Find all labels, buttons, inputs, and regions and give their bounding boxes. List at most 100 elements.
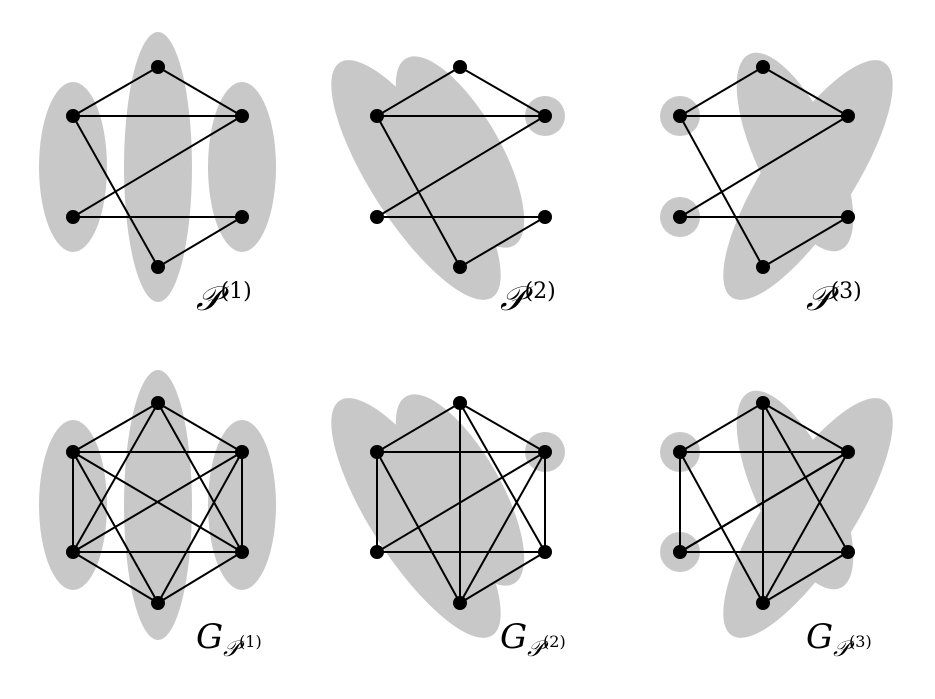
vertex-g2-4 <box>538 545 552 559</box>
vertex-g3-2 <box>673 545 687 559</box>
vertex-g1-2 <box>66 545 80 559</box>
vertex-p2-1 <box>370 109 384 123</box>
label-p2: 𝒫(2) <box>500 279 556 319</box>
edges-p2 <box>376 66 546 268</box>
label-g1: G𝒫(1) <box>196 617 262 662</box>
edge-p3-4 <box>679 115 849 218</box>
vertex-g1-4 <box>235 545 249 559</box>
label-g1-base: G <box>196 617 223 657</box>
edge-g1-0 <box>72 402 159 453</box>
vertex-p1-5 <box>235 109 249 123</box>
edge-g2-7 <box>459 402 546 553</box>
edge-g1-1 <box>157 402 243 453</box>
edges-g3 <box>679 402 849 604</box>
blob-right <box>208 82 276 252</box>
label-p3-sup: (3) <box>831 279 862 304</box>
vertex-g1-5 <box>235 445 249 459</box>
panel-p3: 𝒫(3) <box>660 52 893 319</box>
label-g3-sup: (3) <box>849 632 872 651</box>
edges-p3 <box>679 66 849 268</box>
label-g3: G𝒫(3) <box>806 617 872 662</box>
vertex-p3-5 <box>841 109 855 123</box>
edge-p2-4 <box>376 115 546 218</box>
edge-p1-1 <box>157 66 243 117</box>
vertices-p1 <box>66 60 249 274</box>
vertices-p2 <box>370 60 552 274</box>
edge-g3-0 <box>679 402 764 453</box>
vertex-p1-0 <box>151 60 165 74</box>
panel-g1: G𝒫(1) <box>39 370 276 662</box>
edges-g1 <box>72 402 243 604</box>
vertex-p1-1 <box>66 109 80 123</box>
label-p1-sup: (1) <box>221 279 252 304</box>
edge-g1-8 <box>157 402 243 553</box>
label-g1-sup: (1) <box>239 632 262 651</box>
edge-p1-4 <box>72 115 243 218</box>
vertex-p1-3 <box>151 260 165 274</box>
edge-g1-10 <box>157 451 243 604</box>
vertex-p3-2 <box>673 210 687 224</box>
edge-p2-1 <box>459 66 546 117</box>
label-p2-sup: (2) <box>525 279 556 304</box>
blob-diag-b <box>736 52 854 252</box>
vertex-g3-3 <box>756 596 770 610</box>
edge-g3-11 <box>679 451 849 553</box>
vertex-p2-5 <box>538 109 552 123</box>
edge-g2-9 <box>459 451 546 604</box>
vertices-g2 <box>370 396 552 610</box>
edge-p2-5 <box>459 216 546 268</box>
edge-g1-11 <box>72 551 159 604</box>
vertex-g3-0 <box>756 396 770 410</box>
label-p3: 𝒫(3) <box>806 279 862 319</box>
vertex-p1-2 <box>66 210 80 224</box>
edge-g2-0 <box>376 402 461 453</box>
edge-p3-0 <box>679 66 764 117</box>
label-p1: 𝒫(1) <box>196 279 252 319</box>
vertex-g3-4 <box>841 545 855 559</box>
vertex-p3-0 <box>756 60 770 74</box>
blob-left <box>39 82 107 252</box>
edge-g3-5 <box>762 551 849 604</box>
blob-diag-b <box>736 390 854 590</box>
panel-g3: G𝒫(3) <box>660 390 893 662</box>
vertices-g1 <box>66 396 249 610</box>
panel-g2: G𝒫(2) <box>331 394 566 662</box>
blob-diag-b <box>395 56 525 248</box>
vertex-g2-5 <box>538 445 552 459</box>
panel-p2: 𝒫(2) <box>331 56 565 319</box>
vertices-p3 <box>673 60 855 274</box>
edge-g1-5 <box>157 551 243 604</box>
vertex-p3-1 <box>673 109 687 123</box>
edges-p1 <box>72 66 243 268</box>
edge-p3-5 <box>762 216 849 268</box>
vertex-p3-3 <box>756 260 770 274</box>
vertex-g1-3 <box>151 596 165 610</box>
vertex-g3-5 <box>841 445 855 459</box>
edge-g2-5 <box>459 551 546 604</box>
vertex-g2-2 <box>370 545 384 559</box>
vertex-g1-1 <box>66 445 80 459</box>
blobs-p3 <box>660 52 893 300</box>
edge-p2-0 <box>376 66 461 117</box>
label-g2-base: G <box>500 617 527 657</box>
label-g2-sup: (2) <box>543 632 566 651</box>
edge-p1-0 <box>72 66 159 117</box>
edge-g3-1 <box>762 402 849 453</box>
edges-g2 <box>376 402 546 604</box>
vertex-g2-1 <box>370 445 384 459</box>
vertex-p2-0 <box>453 60 467 74</box>
vertex-p1-4 <box>235 210 249 224</box>
vertex-g2-3 <box>453 596 467 610</box>
vertex-p3-4 <box>841 210 855 224</box>
vertex-g2-0 <box>453 396 467 410</box>
vertex-p2-2 <box>370 210 384 224</box>
vertices-g3 <box>673 396 855 610</box>
edge-g1-9 <box>72 451 243 553</box>
edge-g2-1 <box>459 402 546 453</box>
edge-g3-9 <box>762 451 849 604</box>
panel-p1: 𝒫(1) <box>39 32 276 319</box>
label-g3-base: G <box>806 617 833 657</box>
vertex-g3-1 <box>673 445 687 459</box>
label-g2: G𝒫(2) <box>500 617 566 662</box>
